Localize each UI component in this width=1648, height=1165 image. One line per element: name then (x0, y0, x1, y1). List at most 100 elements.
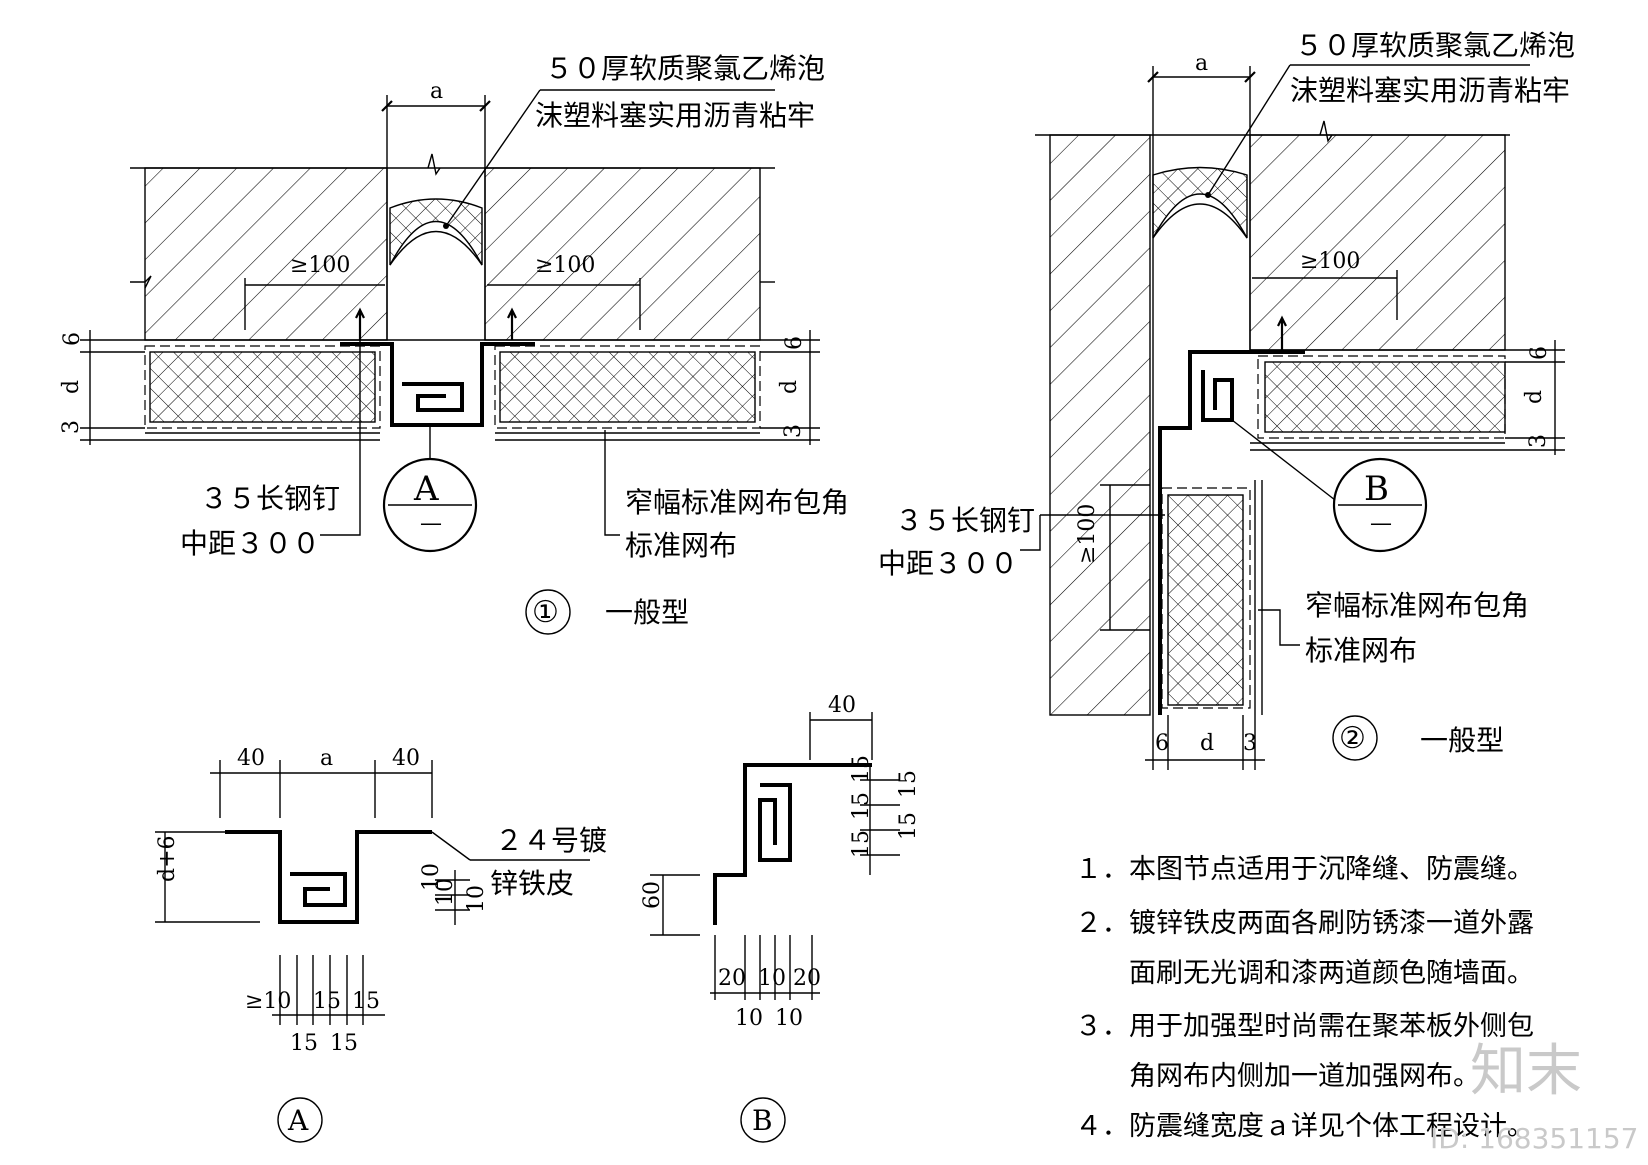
dim-a-b5: 15 (330, 1031, 358, 1056)
detail-b-label: B (752, 1104, 773, 1137)
material-label-a2: 锌铁皮 (490, 867, 574, 900)
wall2-left (1049, 134, 1151, 716)
notes: １．本图节点适用于沉降缝、防震缝。 ２．镀锌铁皮两面各刷防锈漆一道外露 面刷无光… (1075, 854, 1534, 1142)
dim-ge100-1l: ≥100 (290, 253, 350, 278)
dim-a-2: a (1195, 51, 1208, 76)
note-4: ４．防震缝宽度ａ详见个体工程设计。 (1075, 1111, 1534, 1142)
callout-circle-b (1332, 457, 1428, 553)
dim-b-60: 60 (640, 881, 665, 909)
foam-label-1b: 沫塑料塞实用沥青粘牢 (535, 99, 815, 132)
dim-3-1r: 3 (781, 424, 806, 438)
detail-a (155, 760, 590, 1143)
dim-a-r1: 10 (419, 863, 444, 891)
foam-plug-2 (1152, 166, 1248, 239)
dim-a-b2: 15 (313, 989, 341, 1014)
dim-b-b5: 10 (775, 1006, 803, 1031)
dim-a-r3: 10 (464, 885, 489, 913)
zinc-strip-1 (340, 342, 535, 427)
dim-a-d6: d+6 (155, 835, 180, 882)
dim-b-b3: 20 (793, 966, 821, 991)
dim-bottom-3: 3 (1243, 731, 1257, 756)
mesh-label-1a: 窄幅标准网布包角 (625, 486, 849, 519)
zinc-strip-a (225, 830, 432, 924)
nail-label-2a: ３５长钢钉 (895, 504, 1035, 537)
dim-a-1: a (430, 79, 443, 104)
watermark: 知末 ID: 168351157 (1430, 1039, 1638, 1155)
dim-d-2r: d (1522, 390, 1547, 404)
dim-bottom-6: 6 (1155, 731, 1169, 756)
detail-a-label: A (287, 1104, 309, 1137)
note-3b: 角网布内侧加一道加强网布。 (1075, 1061, 1480, 1092)
dim-b-b1: 20 (718, 966, 746, 991)
detail-2 (1020, 64, 1565, 770)
dim-a-b4: 15 (290, 1031, 318, 1056)
nail-label-2b: 中距３００ (878, 547, 1018, 580)
foam-label-2b: 沫塑料塞实用沥青粘牢 (1290, 74, 1570, 107)
nail-label-1b: 中距３００ (180, 527, 320, 560)
dim-b-b4: 10 (735, 1006, 763, 1031)
dim-6-1l: 6 (60, 332, 85, 346)
foam-label-2a: ５０厚软质聚氯乙烯泡 (1295, 29, 1575, 62)
zinc-strip-2 (1158, 350, 1305, 715)
dim-ge100-1r: ≥100 (535, 253, 595, 278)
callout-b-letter: B (1364, 469, 1389, 509)
watermark-logo: 知末 (1470, 1039, 1582, 1104)
dim-d-1l: d (59, 380, 84, 394)
wall-left (144, 167, 388, 341)
detail-a-text: 40 a 40 d+6 ２４号镀 锌铁皮 10 10 10 ≥10 15 15 … (155, 746, 607, 1137)
detail-b-text: 40 60 15 15 15 15 15 20 10 20 10 10 B (640, 693, 921, 1137)
callout-circle-a (382, 457, 478, 553)
detail-b (650, 712, 900, 1143)
note-1: １．本图节点适用于沉降缝、防震缝。 (1075, 854, 1534, 885)
foam-label-1a: ５０厚软质聚氯乙烯泡 (545, 52, 825, 85)
dim-b-r4: 15 (896, 770, 921, 798)
material-label-a1: ２４号镀 (495, 824, 607, 857)
dim-b-r2: 15 (849, 792, 874, 820)
dim-d-1r: d (777, 380, 802, 394)
dim-6-2r: 6 (1527, 346, 1552, 360)
wall-right (484, 167, 761, 341)
callout-b-sub: — (1370, 511, 1392, 536)
dim-3-1l: 3 (59, 420, 84, 434)
mesh-label-1b: 标准网布 (625, 529, 737, 562)
dim-3-2r: 3 (1526, 434, 1551, 448)
dim-b-b2: 10 (758, 966, 786, 991)
detail-1-text: ５０厚软质聚氯乙烯泡 沫塑料塞实用沥青粘牢 a ≥100 ≥100 6 d 3 … (59, 52, 849, 630)
detail-2-text: ５０厚软质聚氯乙烯泡 沫塑料塞实用沥青粘牢 a ≥100 ≥100 6 d 3 … (878, 29, 1575, 757)
insulation2-right (1264, 361, 1506, 433)
detail-number-2: ② (1339, 721, 1366, 756)
mesh-label-2a: 窄幅标准网布包角 (1305, 589, 1529, 622)
dim-a-b1: ≥10 (245, 989, 291, 1014)
note-2: ２．镀锌铁皮两面各刷防锈漆一道外露 (1075, 908, 1534, 939)
zinc-strip-b (713, 763, 872, 925)
callout-a-letter: A (413, 469, 439, 509)
detail-type-1: 一般型 (605, 596, 689, 629)
dim-b-40: 40 (828, 693, 856, 718)
dim-a-40l: 40 (237, 746, 265, 771)
note-2b: 面刷无光调和漆两道颜色随墙面。 (1075, 958, 1534, 989)
mesh-label-2b: 标准网布 (1305, 634, 1417, 667)
callout-a-sub: — (420, 511, 442, 536)
dim-ge100-2t: ≥100 (1300, 249, 1360, 274)
dim-a-40r: 40 (392, 746, 420, 771)
insulation-left (149, 351, 376, 423)
insulation2-bottom (1167, 494, 1244, 706)
dim-a-r2: 10 (433, 878, 458, 906)
detail-1 (80, 89, 820, 635)
detail-type-2: 一般型 (1420, 724, 1504, 757)
dim-6-1r: 6 (782, 336, 807, 350)
dim-a-b3: 15 (352, 989, 380, 1014)
dim-bottom-d: d (1200, 731, 1214, 756)
dim-b-r1: 15 (849, 755, 874, 783)
detail-number-1: ① (532, 595, 559, 630)
dim-a-a: a (320, 746, 333, 771)
wall2-right (1249, 134, 1506, 351)
watermark-id: ID: 168351157 (1430, 1122, 1638, 1155)
dim-b-r5: 15 (896, 812, 921, 840)
nail-label-1a: ３５长钢钉 (200, 482, 340, 515)
dim-ge100-2s: ≥100 (1075, 504, 1100, 564)
dim-b-r3: 15 (849, 830, 874, 858)
note-3: ３．用于加强型时尚需在聚苯板外侧包 (1075, 1011, 1534, 1042)
